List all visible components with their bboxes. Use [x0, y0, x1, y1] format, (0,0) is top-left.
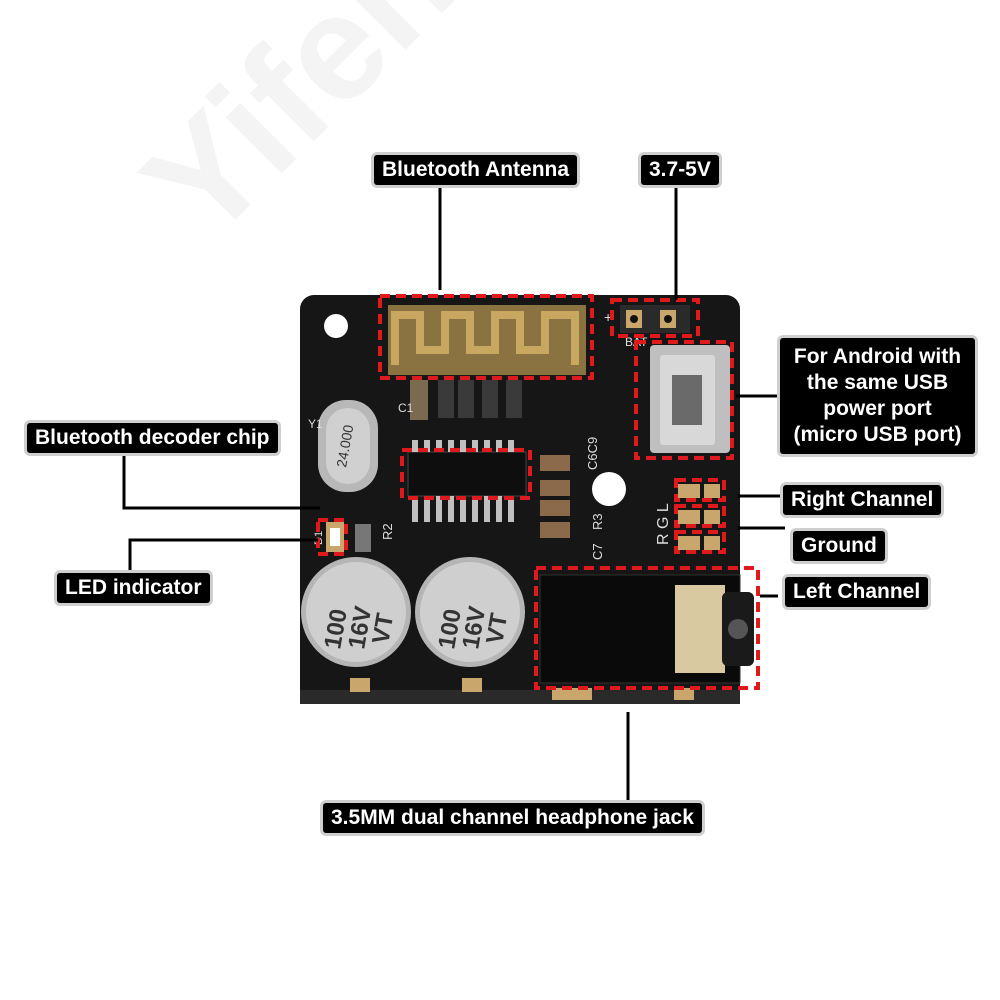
highlight-antenna: [378, 294, 594, 380]
highlight-battery: [610, 298, 700, 338]
label-usb-line1: For Android with: [793, 345, 962, 368]
label-bluetooth-antenna: Bluetooth Antenna: [371, 152, 581, 188]
label-usb-line2: the same USB: [806, 371, 949, 394]
silk-c1: C1: [398, 401, 414, 415]
cap-left-line3: VT: [367, 611, 399, 646]
decoder-chip: [407, 440, 527, 522]
capacitor-left: [301, 557, 411, 667]
highlight-usb: [634, 340, 734, 460]
silk-c6c9: C6C9: [585, 437, 600, 470]
battery-header: [620, 305, 690, 333]
highlight-jack: [534, 566, 760, 690]
label-usb-port: For Android with the same USB power port…: [777, 335, 978, 457]
label-usb-line3: power port: [823, 397, 932, 420]
label-decoder-chip: Bluetooth decoder chip: [24, 420, 281, 456]
highlight-ground: [674, 504, 726, 528]
led-component: [326, 522, 344, 552]
label-voltage: 3.7-5V: [638, 152, 722, 188]
crystal-label: 24.000: [333, 423, 356, 468]
highlight-decoder: [400, 448, 532, 500]
label-headphone-jack: 3.5MM dual channel headphone jack: [320, 800, 705, 836]
label-left-channel: Left Channel: [782, 574, 932, 610]
highlight-left-channel: [674, 530, 726, 554]
silk-r2: R2: [380, 523, 395, 540]
antenna-trace: [388, 305, 586, 375]
rgl-pads: [678, 484, 720, 550]
capacitor-right: [415, 557, 525, 667]
label-ground: Ground: [790, 528, 888, 564]
leader-led: [128, 538, 318, 575]
label-right-channel: Right Channel: [780, 482, 945, 518]
cap-right-line3: VT: [481, 611, 513, 646]
silk-plus: +: [604, 309, 612, 325]
micro-usb-port: [650, 345, 730, 453]
silk-r3: R3: [590, 513, 605, 530]
label-led-indicator: LED indicator: [54, 570, 213, 606]
silk-rgl: R G L: [655, 503, 672, 545]
silk-c7: C7: [590, 543, 605, 560]
smd-components: [355, 380, 570, 552]
label-usb-line4: (micro USB port): [793, 423, 962, 446]
headphone-jack: [350, 574, 754, 700]
leader-decoder: [122, 454, 320, 510]
highlight-right-channel: [674, 478, 726, 502]
silk-y1: Y1: [308, 417, 323, 431]
crystal-oscillator: [318, 400, 378, 492]
